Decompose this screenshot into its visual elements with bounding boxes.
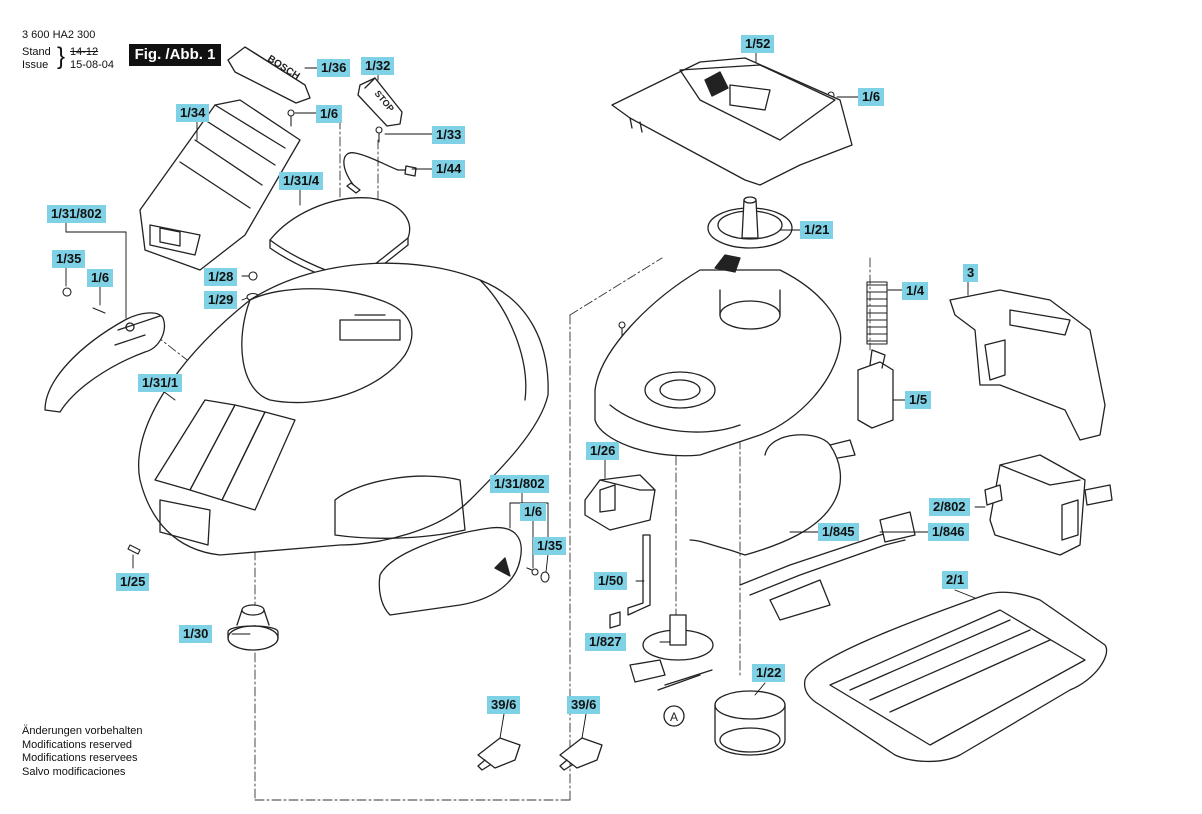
spring-holder [857, 361, 894, 429]
top-cover [611, 57, 853, 186]
spindle-ring [714, 690, 786, 756]
height-knob [227, 604, 279, 651]
part-label-1-845: 1/845 [818, 523, 859, 541]
part-label-1-31-802-mid: 1/31/802 [490, 475, 549, 493]
part-label-1-44: 1/44 [432, 160, 466, 178]
cable-44 [343, 152, 411, 189]
logo-plate: BOSCH [227, 46, 311, 104]
part-label-39-6-a: 39/6 [487, 696, 521, 714]
part-label-1-36: 1/36 [317, 59, 351, 77]
part-label-1-52: 1/52 [741, 35, 775, 53]
part-label-1-6-top: 1/6 [316, 105, 343, 123]
part-label-1-4: 1/4 [902, 282, 929, 300]
part-label-1-827: 1/827 [585, 633, 626, 651]
part-label-39-6-b: 39/6 [567, 696, 601, 714]
part-label-1-22: 1/22 [752, 664, 786, 682]
part-label-1-29: 1/29 [204, 291, 238, 309]
part-label-1-6-mid: 1/6 [520, 503, 547, 521]
part-label-2-1: 2/1 [942, 571, 969, 589]
part-label-1-846: 1/846 [928, 523, 969, 541]
part-label-1-6-cover: 1/6 [858, 88, 885, 106]
new-date: 15-08-04 [70, 59, 115, 71]
figure-label: Fig. /Abb. 1 [129, 44, 221, 66]
sensor-strip [627, 534, 651, 616]
marker-circle [663, 705, 685, 727]
stop-button: STOP [357, 77, 403, 127]
part-label-1-50: 1/50 [594, 572, 628, 590]
old-date: 14-12 [70, 46, 99, 58]
part-label-1-33: 1/33 [432, 126, 466, 144]
note-de: Änderungen vorbehalten [22, 725, 143, 737]
part-label-3: 3 [963, 264, 979, 282]
left-bumper [44, 312, 166, 413]
note-en: Modifications reserved [22, 738, 133, 751]
part-label-1-31-802-top: 1/31/802 [47, 205, 106, 223]
part-label-1-25: 1/25 [116, 573, 150, 591]
part-label-1-26: 1/26 [586, 442, 620, 460]
marker-a: A [670, 710, 678, 724]
height-dial [707, 196, 793, 249]
part-label-1-35-mid: 1/35 [533, 537, 567, 555]
rear-panel [139, 99, 301, 271]
modifications-notes: Änderungen vorbehalten Modifications res… [22, 725, 142, 779]
spring [866, 281, 888, 345]
brace: } [57, 43, 66, 70]
stand-label: Stand [22, 46, 51, 58]
part-label-2-802: 2/802 [929, 498, 970, 516]
hatch-cover [269, 197, 411, 281]
note-es: Salvo modificaciones [22, 765, 126, 778]
issue-label: Issue [22, 59, 49, 71]
part-number: 3 600 HA2 300 [22, 29, 96, 41]
base-plate [803, 591, 1108, 763]
side-cover-3 [949, 289, 1106, 441]
part-label-1-28: 1/28 [204, 268, 238, 286]
cable-845 [689, 434, 842, 556]
part-label-1-5: 1/5 [905, 391, 932, 409]
connectors-39-6 [477, 737, 603, 771]
chassis [594, 254, 842, 457]
part-label-1-31-1: 1/31/1 [138, 374, 183, 392]
electronics-box [584, 474, 656, 531]
part-label-1-35-top: 1/35 [52, 250, 86, 268]
part-label-1-34: 1/34 [176, 104, 210, 122]
body-shell [138, 262, 549, 556]
side-panel [378, 526, 522, 616]
part-label-1-6-left: 1/6 [87, 269, 114, 287]
motor-housing [984, 454, 1113, 556]
note-fr: Modifications reservees [22, 752, 138, 764]
motor-assembly [609, 611, 714, 691]
part-label-1-31-4: 1/31/4 [279, 172, 324, 190]
part-label-1-30: 1/30 [179, 625, 213, 643]
part-label-1-32: 1/32 [361, 57, 395, 75]
part-label-1-21: 1/21 [800, 221, 834, 239]
